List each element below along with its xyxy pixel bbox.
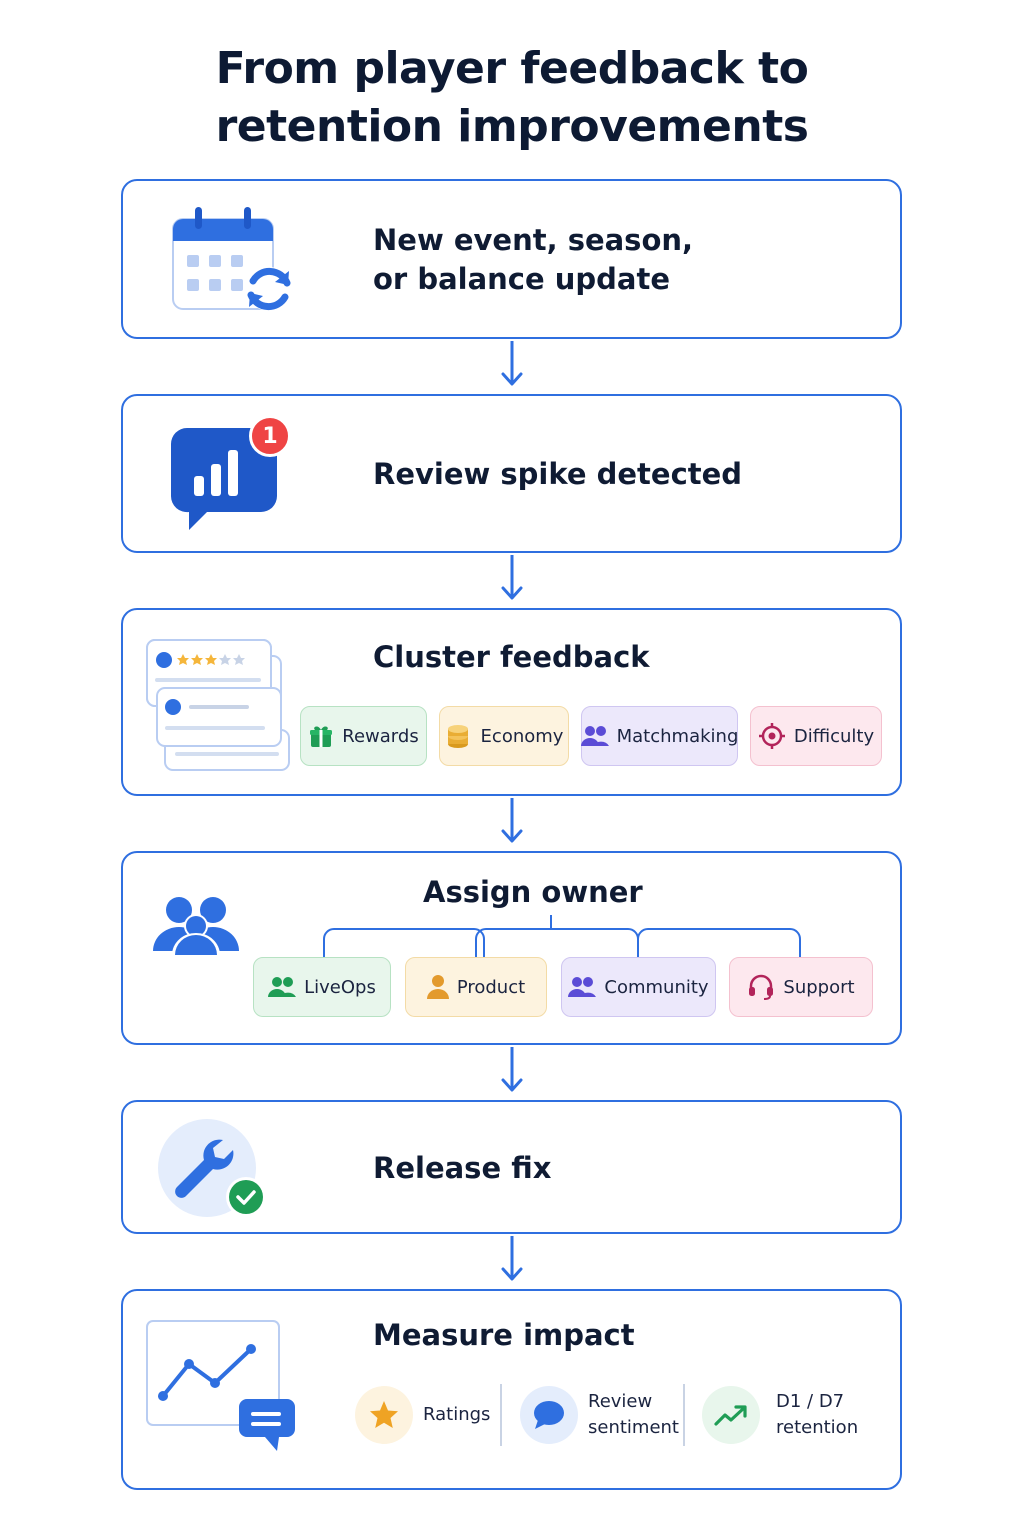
- step-label: Measure impact: [373, 1318, 635, 1352]
- arrow-down-icon: [500, 555, 524, 605]
- line-chart-message-icon: [145, 1319, 295, 1457]
- arrow-down-icon: [500, 1236, 524, 1286]
- people-icon: [268, 977, 297, 997]
- metric-divider: [500, 1384, 502, 1446]
- chip-community: Community: [561, 957, 716, 1017]
- arrow-down-icon: [500, 1047, 524, 1097]
- speech-bubble-icon: [534, 1401, 564, 1429]
- chart-message-icon: [167, 414, 297, 538]
- chip-difficulty: Difficulty: [750, 706, 882, 766]
- calendar-refresh-icon: [169, 205, 299, 319]
- owner-connector-lines: [321, 913, 805, 963]
- metric-ratings: Ratings: [355, 1386, 490, 1444]
- people-icon: [568, 977, 597, 997]
- chip-product: Product: [405, 957, 547, 1017]
- wrench-check-icon: [157, 1118, 271, 1226]
- chip-matchmaking: Matchmaking: [580, 706, 738, 766]
- step-card-measure-impact: Measure impact Ratings Review sentiment …: [121, 1289, 902, 1490]
- metric-review-sentiment: Review sentiment: [520, 1386, 679, 1444]
- step-label: Assign owner: [423, 875, 643, 909]
- step-label: Release fix: [373, 1151, 552, 1185]
- page-title: From player feedback to retention improv…: [0, 40, 1024, 156]
- title-line-1: From player feedback to: [215, 43, 809, 94]
- notification-badge: 1: [249, 415, 291, 457]
- step-label: Review spike detected: [373, 457, 743, 491]
- step-card-cluster-feedback: Cluster feedback Rewards Economy Matchma…: [121, 608, 902, 796]
- chip-support: Support: [729, 957, 873, 1017]
- chip-economy: Economy: [439, 706, 569, 766]
- headset-icon: [749, 974, 774, 1000]
- people-icon: [580, 726, 609, 746]
- step-label: Cluster feedback: [373, 640, 650, 674]
- chip-liveops: LiveOps: [253, 957, 391, 1017]
- arrow-down-icon: [500, 798, 524, 848]
- review-cards-icon: [143, 636, 293, 780]
- star-icon: [370, 1401, 398, 1428]
- team-icon: [153, 893, 239, 959]
- metric-divider: [683, 1384, 685, 1446]
- chip-rewards: Rewards: [300, 706, 427, 766]
- person-icon: [426, 975, 449, 999]
- step-card-assign-owner: Assign owner LiveOps Product Community S…: [121, 851, 902, 1045]
- step-label: New event, season, or balance update: [373, 223, 694, 296]
- step-card-release-fix: Release fix: [121, 1100, 902, 1234]
- step-card-review-spike: 1 Review spike detected: [121, 394, 902, 553]
- gift-icon: [310, 726, 333, 747]
- arrow-down-icon: [500, 341, 524, 391]
- title-line-2: retention improvements: [215, 101, 809, 152]
- trend-up-icon: [714, 1405, 747, 1426]
- metric-retention: D1 / D7 retention: [702, 1386, 858, 1444]
- target-icon: [758, 723, 785, 749]
- step-card-event-update: New event, season, or balance update: [121, 179, 902, 339]
- coins-icon: [447, 725, 468, 748]
